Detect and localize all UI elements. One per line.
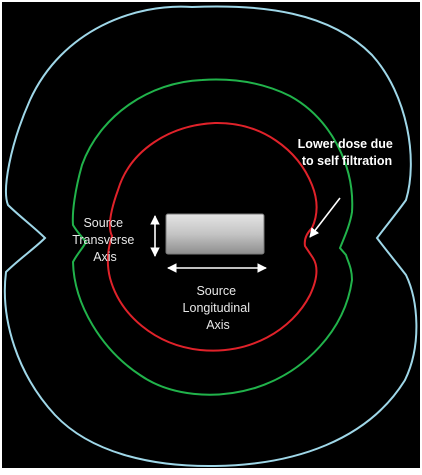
- self-filtration-annotation: Lower dose due to self filtration: [298, 137, 397, 168]
- middle-isodose-curve: [71, 78, 354, 396]
- inner-isodose-curve: [106, 121, 318, 352]
- transverse-axis-label: Source Transverse Axis: [72, 216, 138, 264]
- source-capsule: [165, 213, 265, 255]
- self-filtration-arrow: [309, 197, 341, 238]
- longitudinal-axis-label: Source Longitudinal Axis: [183, 284, 254, 332]
- outer-isodose-curve: [3, 5, 418, 468]
